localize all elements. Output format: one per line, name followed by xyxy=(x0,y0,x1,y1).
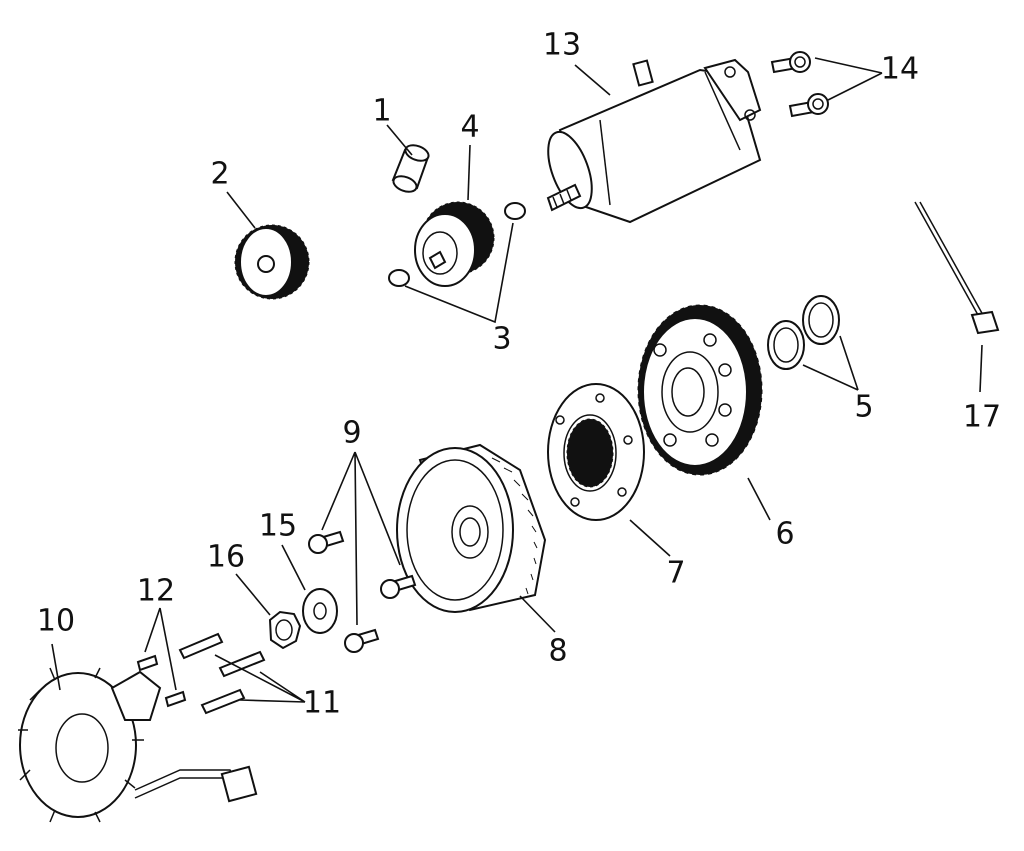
callout-16: 16 xyxy=(207,540,245,575)
callout-2: 2 xyxy=(210,157,229,192)
starter-clutch-gear xyxy=(414,201,495,287)
callout-5: 5 xyxy=(854,390,873,425)
callout-14: 14 xyxy=(881,52,919,87)
callout-4: 4 xyxy=(460,110,479,145)
callout-1: 1 xyxy=(372,94,391,129)
idler-gear-2 xyxy=(234,224,310,300)
washers xyxy=(767,295,840,370)
starter-motor xyxy=(546,58,762,224)
stator-screws xyxy=(136,654,187,708)
cable-tie xyxy=(914,201,1000,335)
callout-6: 6 xyxy=(775,517,794,552)
starter-bolts xyxy=(770,51,829,118)
callout-11: 11 xyxy=(303,686,341,721)
pin xyxy=(391,144,430,193)
flywheel-nut xyxy=(268,610,302,650)
callout-10: 10 xyxy=(37,604,75,639)
leader-lines xyxy=(51,57,983,703)
callout-12: 12 xyxy=(137,574,175,609)
dowel-pins xyxy=(388,202,526,287)
callout-labels: 1 2 3 4 5 6 7 8 9 10 11 12 13 14 15 16 1… xyxy=(37,28,1001,721)
callout-8: 8 xyxy=(548,634,567,669)
callout-9: 9 xyxy=(342,416,361,451)
flywheel-washer xyxy=(302,588,338,634)
one-way-clutch xyxy=(547,383,645,521)
callout-3: 3 xyxy=(492,322,511,357)
stator xyxy=(18,667,258,823)
callout-13: 13 xyxy=(543,28,581,63)
flywheel xyxy=(396,443,547,613)
starter-driven-gear xyxy=(637,304,763,476)
callout-15: 15 xyxy=(259,509,297,544)
stator-bolts xyxy=(178,632,266,715)
flywheel-bolts xyxy=(308,530,417,653)
callout-17: 17 xyxy=(963,400,1001,435)
callout-7: 7 xyxy=(666,556,685,591)
